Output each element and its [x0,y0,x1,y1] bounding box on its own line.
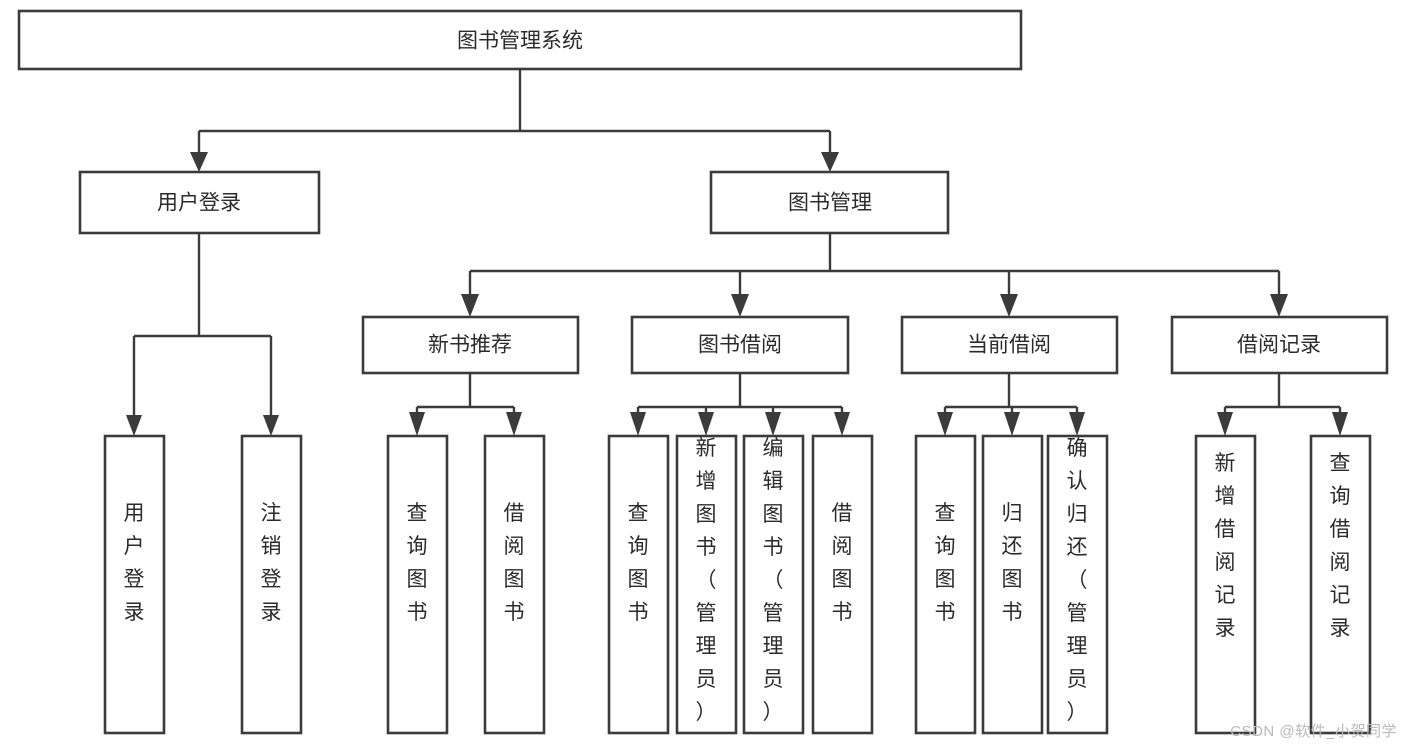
leaf-newbook-query-book[interactable]: 查询图书 [386,434,449,735]
arrow-head-bb-add [698,412,714,436]
arrow-head-book-mgmt [821,152,839,172]
arrow-head-newbook-borrow [506,412,522,436]
arrow-head-bb-edit [765,412,781,436]
leaf-newbook-query-book-label: 查询图书 [407,502,428,624]
leaf-newbook-borrow-book-label: 借阅图书 [504,502,525,624]
arrow-head-cb-confirm [1069,412,1085,436]
leaf-bb-edit-book[interactable]: 编辑图书（管理员） [742,434,805,735]
leaf-logout-label: 注销登录 [261,502,282,624]
arrow-head-book-borrow [731,294,749,317]
leaf-cb-confirm-return[interactable]: 确认归还（管理员） [1046,434,1109,735]
connector-layer [126,69,1348,436]
node-root-label: 图书管理系统 [457,30,583,53]
arrow-head-br-add [1217,412,1233,436]
leaf-cb-query-book[interactable]: 查询图书 [914,434,977,735]
leaf-bb-borrow-book[interactable]: 借阅图书 [811,434,874,735]
node-current-borrow[interactable]: 当前借阅 [900,315,1119,375]
leaf-logout[interactable]: 注销登录 [240,434,303,735]
node-borrow-record-label: 借阅记录 [1237,334,1321,357]
leaf-user-login[interactable]: 用户登录 [103,434,166,735]
leaf-bb-borrow-book-label: 借阅图书 [832,502,853,624]
arrow-head-current-borrow [1000,294,1018,317]
node-borrow-record[interactable]: 借阅记录 [1170,315,1389,375]
leaf-user-login-label: 用户登录 [124,502,145,624]
leaf-br-query-record[interactable]: 查询借阅记录 [1309,434,1372,735]
leaf-cb-query-book-label: 查询图书 [935,502,956,624]
arrow-head-cb-return [1004,412,1020,436]
leaf-cb-return-book-label: 归还图书 [1002,502,1023,624]
leaf-cb-confirm-return-label: 确认归还（管理员） [1067,437,1088,724]
node-book-borrow-label: 图书借阅 [698,334,782,357]
node-book-management[interactable]: 图书管理 [709,170,950,235]
node-root[interactable]: 图书管理系统 [17,9,1023,71]
leaf-cb-return-book[interactable]: 归还图书 [981,434,1044,735]
node-user-login[interactable]: 用户登录 [78,170,321,235]
leaf-br-add-record[interactable]: 新增借阅记录 [1194,434,1257,735]
arrow-head-new-book [461,294,479,317]
arrow-head-bb-borrow [834,412,850,436]
leaf-bb-query-book[interactable]: 查询图书 [607,434,670,735]
node-new-book-recommend[interactable]: 新书推荐 [361,315,580,375]
leaf-bb-edit-book-label: 编辑图书（管理员） [763,437,784,724]
node-current-borrow-label: 当前借阅 [967,334,1051,357]
arrow-head-leaf-user-login [126,415,142,436]
leaf-bb-add-book[interactable]: 新增图书（管理员） [675,434,738,735]
arrow-head-user-login [190,152,208,172]
leaf-bb-add-book-label: 新增图书（管理员） [696,437,717,724]
node-user-login-label: 用户登录 [157,192,241,215]
node-book-management-label: 图书管理 [788,192,872,215]
leaf-br-query-record-label: 查询借阅记录 [1330,452,1351,640]
leaf-newbook-borrow-book[interactable]: 借阅图书 [483,434,546,735]
arrow-head-leaf-logout [263,415,279,436]
arrow-head-borrow-record [1270,294,1288,317]
leaf-br-add-record-label: 新增借阅记录 [1215,452,1236,640]
leaf-bb-query-book-label: 查询图书 [628,502,649,624]
node-new-book-recommend-label: 新书推荐 [428,334,512,357]
arrow-head-cb-query [937,412,953,436]
arrow-head-newbook-query [409,412,425,436]
arrow-head-bb-query [630,412,646,436]
node-book-borrow[interactable]: 图书借阅 [630,315,850,375]
arrow-head-br-query [1332,412,1348,436]
